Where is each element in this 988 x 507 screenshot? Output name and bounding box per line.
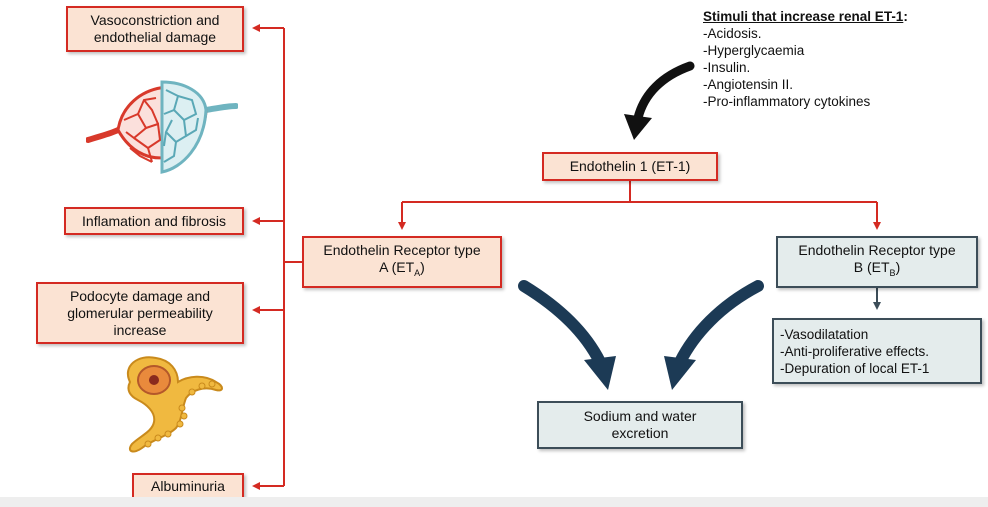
receptor-a-box: Endothelin Receptor type A (ETA)	[302, 236, 502, 288]
navy-arrow-left	[518, 280, 616, 390]
effect-item: -Vasodilatation	[780, 326, 869, 342]
effect-item: -Anti-proliferative effects.	[780, 343, 930, 359]
podocyte-cell-icon	[112, 352, 232, 456]
sodium-line2: excretion	[611, 425, 669, 441]
receptor-b-line1: Endothelin Receptor type	[798, 242, 956, 259]
capillary-network-icon	[85, 70, 239, 182]
albuminuria-label: Albuminuria	[151, 477, 225, 494]
vaso-line1: Vasoconstriction and	[90, 12, 220, 28]
podo-line2: glomerular permeability	[67, 304, 213, 321]
inflammation-label: Inflamation and fibrosis	[82, 212, 226, 229]
effect-item: -Depuration of local ET-1	[780, 360, 930, 376]
sodium-line1: Sodium and water	[583, 408, 697, 424]
receptor-a-line2: A (ETA)	[379, 259, 425, 278]
vasoconstriction-box: Vasoconstriction and endothelial damage	[66, 6, 244, 52]
receptor-b-box: Endothelin Receptor type B (ETB)	[776, 236, 978, 288]
vaso-line2: endothelial damage	[93, 29, 217, 45]
podocyte-box: Podocyte damage and glomerular permeabil…	[36, 282, 244, 344]
et1-branch-connector	[398, 180, 881, 230]
receptor-a-line1: Endothelin Receptor type	[323, 242, 481, 259]
inflammation-box: Inflamation and fibrosis	[64, 207, 244, 235]
et1-box: Endothelin 1 (ET-1)	[542, 152, 718, 181]
receptor-b-effects-box: -Vasodilatation -Anti-proliferative effe…	[772, 318, 982, 384]
podo-line3: increase	[113, 321, 167, 338]
stimuli-curved-arrow	[624, 61, 695, 140]
stimulus-item: -Angiotensin II.	[703, 77, 794, 92]
et1-label: Endothelin 1 (ET-1)	[569, 158, 691, 174]
stimulus-item: -Acidosis.	[703, 26, 762, 41]
stimuli-list: Stimuli that increase renal ET-1: -Acido…	[703, 8, 908, 110]
left-bracket-connector	[252, 24, 302, 490]
albuminuria-box: Albuminuria	[132, 473, 244, 499]
bottom-strip	[0, 497, 988, 507]
stimulus-item: -Hyperglycaemia	[703, 43, 805, 58]
sodium-water-box: Sodium and water excretion	[537, 401, 743, 449]
stimuli-heading-colon: :	[903, 9, 908, 24]
podo-line1: Podocyte damage and	[69, 287, 211, 304]
stimuli-heading: Stimuli that increase renal ET-1	[703, 9, 904, 24]
stimulus-item: -Pro-inflammatory cytokines	[703, 94, 871, 109]
stimulus-item: -Insulin.	[703, 60, 751, 75]
receptor-b-line2: B (ETB)	[853, 259, 901, 278]
navy-arrow-right	[664, 280, 764, 390]
